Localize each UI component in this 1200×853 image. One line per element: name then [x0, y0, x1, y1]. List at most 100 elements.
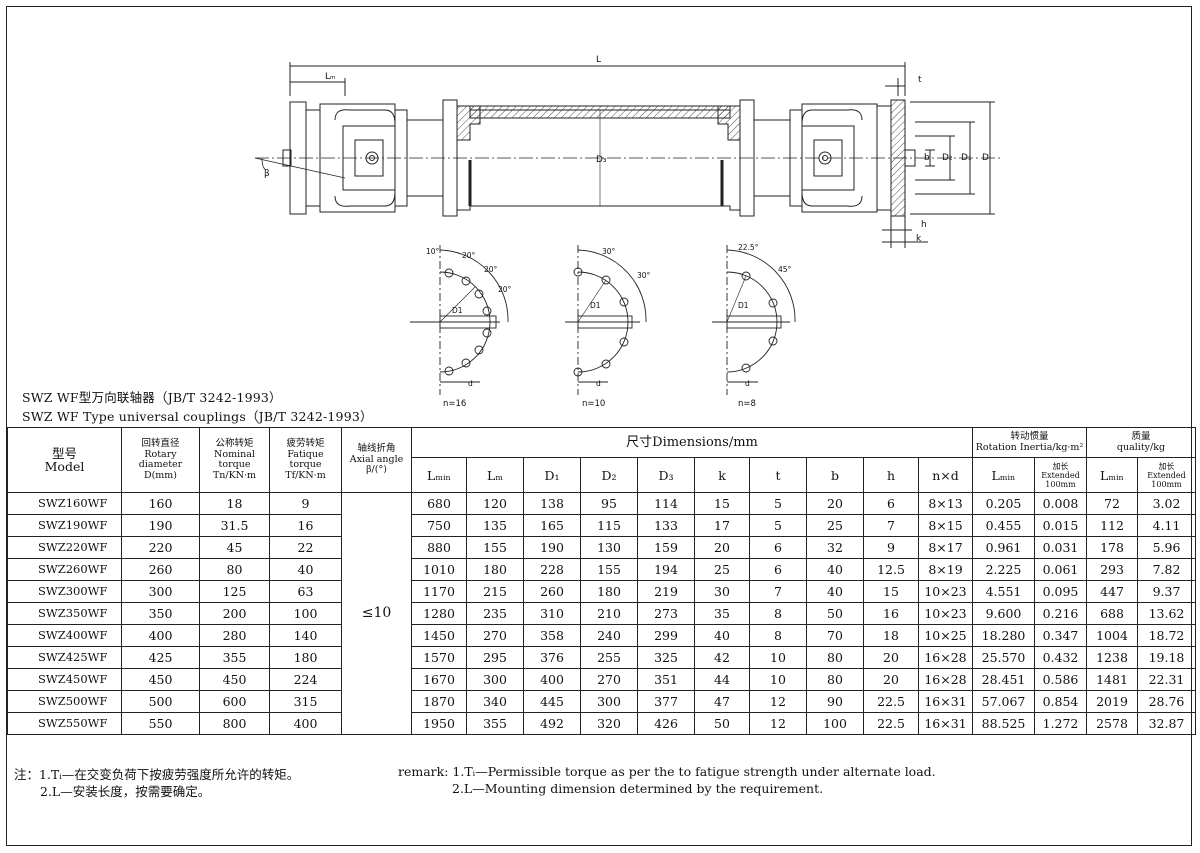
cell-b: 80 — [806, 668, 864, 691]
cell-t: 7 — [749, 580, 807, 603]
cell-mass: 1481 — [1086, 668, 1138, 691]
bolt-circle-label: D1 — [738, 301, 749, 310]
header-text: 公称转矩 — [215, 438, 254, 449]
cell-d: 260 — [121, 558, 200, 581]
cell-model: SWZ500WF — [7, 690, 122, 713]
cell-b: 32 — [806, 536, 864, 559]
cell-mass_ext: 3.02 — [1137, 492, 1196, 515]
cell-k: 15 — [694, 492, 750, 515]
cell-lmin: 680 — [411, 492, 467, 515]
cell-lm: 180 — [466, 558, 524, 581]
cell-mass_ext: 19.18 — [1137, 646, 1196, 669]
cell-nd: 16×28 — [918, 668, 973, 691]
dim-label-L: L — [596, 55, 601, 65]
cell-b: 70 — [806, 624, 864, 647]
bolt-hole-label: d — [745, 379, 750, 388]
cell-inertia_ext: 1.272 — [1034, 712, 1087, 735]
header-text: 转动惯量 — [1010, 431, 1049, 442]
cell-d3: 159 — [637, 536, 695, 559]
cell-d1: 165 — [523, 514, 581, 537]
header-fatigue-torque: 疲劳转矩 Fatique torque Tf/KN·m — [269, 427, 342, 493]
header-text: 加长 — [1158, 461, 1175, 471]
header-model-en: Model — [44, 459, 85, 474]
cell-inertia_ext: 0.586 — [1034, 668, 1087, 691]
cell-d2: 95 — [580, 492, 638, 515]
cell-d2: 115 — [580, 514, 638, 537]
cell-d1: 376 — [523, 646, 581, 669]
cell-nd: 10×25 — [918, 624, 973, 647]
cell-model: SWZ400WF — [7, 624, 122, 647]
cell-d1: 138 — [523, 492, 581, 515]
cell-tf: 224 — [269, 668, 342, 691]
cell-mass_ext: 9.37 — [1137, 580, 1196, 603]
cell-d2: 270 — [580, 668, 638, 691]
cell-h: 9 — [863, 536, 919, 559]
cell-mass_ext: 4.11 — [1137, 514, 1196, 537]
cell-d2: 130 — [580, 536, 638, 559]
cell-inertia_ext: 0.347 — [1034, 624, 1087, 647]
cell-d: 425 — [121, 646, 200, 669]
cell-mass: 1238 — [1086, 646, 1138, 669]
cell-k: 44 — [694, 668, 750, 691]
angle-label: 20° — [462, 251, 476, 260]
cell-k: 35 — [694, 602, 750, 625]
cell-lm: 120 — [466, 492, 524, 515]
cell-tn: 125 — [199, 580, 270, 603]
cell-tn: 800 — [199, 712, 270, 735]
cell-lmin: 1280 — [411, 602, 467, 625]
header-text: 100mm — [1151, 479, 1182, 489]
bolt-circle-label: D1 — [452, 306, 463, 315]
cell-h: 6 — [863, 492, 919, 515]
cell-d2: 320 — [580, 712, 638, 735]
cell-lmin: 880 — [411, 536, 467, 559]
note-cn-2: 2.L—安装长度，按需要确定。 — [40, 784, 211, 799]
cell-model: SWZ260WF — [7, 558, 122, 581]
cell-lmin: 1570 — [411, 646, 467, 669]
bolt-count-label: n=10 — [582, 399, 605, 409]
cell-lm: 340 — [466, 690, 524, 713]
cell-d1: 358 — [523, 624, 581, 647]
col-header: n×d — [918, 457, 973, 493]
title-english: SWZ WF Type universal couplings（JB/T 324… — [22, 409, 373, 424]
cell-model: SWZ220WF — [7, 536, 122, 559]
header-text: 质量 — [1131, 431, 1151, 442]
cell-axial-angle: ≤10 — [341, 492, 412, 735]
cell-mass: 688 — [1086, 602, 1138, 625]
cell-mass: 72 — [1086, 492, 1138, 515]
cell-lmin: 1450 — [411, 624, 467, 647]
header-nominal-torque: 公称转矩 Nominal torque Tn/KN·m — [199, 427, 270, 493]
bolt-pattern-n10 — [565, 245, 647, 395]
cell-lm: 215 — [466, 580, 524, 603]
angle-label: 45° — [778, 265, 792, 274]
cell-d3: 273 — [637, 602, 695, 625]
cell-model: SWZ550WF — [7, 712, 122, 735]
cell-d2: 210 — [580, 602, 638, 625]
cell-k: 47 — [694, 690, 750, 713]
cell-tn: 200 — [199, 602, 270, 625]
cell-tf: 100 — [269, 602, 342, 625]
cell-lmin: 750 — [411, 514, 467, 537]
cell-k: 42 — [694, 646, 750, 669]
cell-inertia_ext: 0.095 — [1034, 580, 1087, 603]
beta-angle-line — [254, 157, 346, 179]
header-text: Nominal — [214, 448, 255, 460]
cell-inertia_ext: 0.008 — [1034, 492, 1087, 515]
bolt-hole-label: d — [596, 379, 601, 388]
right-flange — [890, 99, 906, 217]
cell-d1: 260 — [523, 580, 581, 603]
cell-d: 550 — [121, 712, 200, 735]
cell-tn: 80 — [199, 558, 270, 581]
angle-label: 10° — [426, 247, 440, 256]
dim-label-b: b — [924, 153, 930, 163]
cell-tf: 40 — [269, 558, 342, 581]
col-header: D₁ — [523, 457, 581, 493]
cell-lm: 270 — [466, 624, 524, 647]
cell-d: 500 — [121, 690, 200, 713]
cell-d1: 492 — [523, 712, 581, 735]
